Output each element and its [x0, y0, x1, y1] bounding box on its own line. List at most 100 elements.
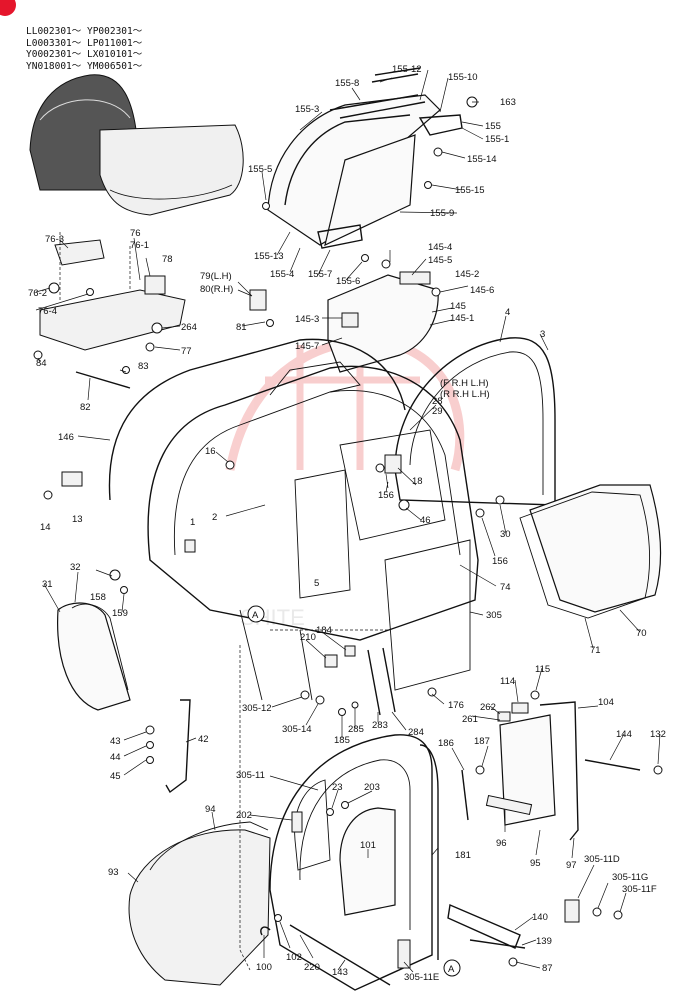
nut-176: [427, 687, 437, 697]
callout-96: 96: [496, 838, 507, 849]
callout-32: 32: [70, 562, 81, 573]
reference-marker-a-lower: [443, 959, 461, 977]
hinge-305-11d: [564, 899, 580, 923]
rear-window-2: [294, 469, 351, 599]
panel-76-1: [39, 289, 186, 351]
leader-lines: [35, 69, 661, 973]
right-glass-70-71: [519, 484, 662, 619]
bolt-81: [266, 319, 274, 327]
bolt-285: [351, 701, 359, 709]
hinge-145-3: [341, 312, 359, 328]
callout-155-10: 155-10: [448, 72, 478, 83]
callout-30: 30: [500, 529, 511, 540]
bolt-84: [33, 350, 43, 360]
side-note-line2: (R R.H L.H): [440, 389, 490, 400]
nut-305-12: [300, 690, 310, 700]
roof-window-assembly: [262, 67, 478, 262]
bolt-132: [653, 765, 663, 775]
curved-seal-4: [394, 337, 556, 506]
callout-158: 158: [90, 592, 106, 603]
callout-97: 97: [566, 860, 577, 871]
callout-155-1: 155-1: [485, 134, 509, 145]
bolt-14: [43, 490, 53, 500]
callout-145: 145: [450, 301, 466, 312]
serial-range-list: LL002301～ YP002301～L0003301～ LP011001～Y0…: [26, 26, 142, 72]
callout-305-11f: 305-11F: [622, 884, 657, 895]
hinge-305-11e: [397, 939, 411, 969]
bolt-156-b: [475, 508, 485, 518]
callout-145-4: 145-4: [428, 242, 452, 253]
rod-42: [165, 699, 191, 794]
cab-frame: [108, 338, 479, 701]
callout-139: 139: [536, 936, 552, 947]
callout-70: 70: [636, 628, 647, 639]
glass-panel-95: [499, 714, 556, 826]
corner-badge: [0, 0, 16, 16]
bolt-203: [341, 801, 349, 809]
callout-155: 155: [485, 121, 501, 132]
callout-76-4: 76-4: [38, 306, 57, 317]
callout-187: 187: [474, 736, 490, 747]
serial-line: YN018001～ YM006501～: [26, 60, 143, 72]
left-glass-seal-32: [71, 603, 129, 691]
cab-frame-outline: [147, 365, 479, 641]
callout-155-13: 155-13: [254, 251, 284, 262]
callout-2: 2: [212, 512, 217, 523]
callout-283: 283: [372, 720, 388, 731]
roof-handle-155-7: [317, 224, 363, 249]
callout-83: 83: [138, 361, 149, 372]
callout-74: 74: [500, 582, 511, 593]
top-panel-assembly: [33, 239, 274, 389]
callout-80: 80(R.H): [200, 284, 233, 295]
door-frame-305-11: [269, 734, 433, 991]
callout-159: 159: [112, 608, 128, 619]
roof-strip-155-12: [371, 67, 421, 83]
callout-101: 101: [360, 840, 376, 851]
callout-155-8: 155-8: [335, 78, 359, 89]
rod-144: [584, 759, 641, 771]
callout-155-7: 155-7: [308, 269, 332, 280]
cab-thumbnail: [29, 74, 244, 216]
callout-145-7: 145-7: [295, 341, 319, 352]
callout-210: 210: [300, 632, 316, 643]
callout-186: 186: [438, 738, 454, 749]
callout-76: 76: [130, 228, 141, 239]
callout-43: 43: [110, 736, 121, 747]
cab-frame-inner: [173, 389, 461, 556]
callout-155-5: 155-5: [248, 164, 272, 175]
reference-marker-a-lower-label: A: [448, 964, 455, 975]
reference-markers: A A: [247, 605, 461, 977]
door-glass-101: [339, 807, 396, 916]
callout-82: 82: [80, 402, 91, 413]
callout-42: 42: [198, 734, 209, 745]
left-hardware: [43, 471, 191, 794]
serial-line: LL002301～ YP002301～: [26, 26, 143, 37]
serial-line: L0003301～ LP011001～: [26, 37, 143, 49]
callout-264: 264: [181, 322, 197, 333]
callout-143: 143: [332, 967, 348, 978]
bracket-139: [469, 939, 526, 949]
door-seal-181: [419, 744, 439, 960]
bolt-155-14: [433, 147, 443, 157]
right-glass-70: [529, 484, 662, 613]
clip-78: [144, 275, 166, 295]
assembly-guides: [59, 232, 390, 971]
callout-29: 29: [432, 406, 443, 417]
rail-96: [485, 794, 533, 816]
callout-18: 18: [412, 476, 423, 487]
clip-210: [324, 654, 338, 668]
rear-panel-305: [384, 539, 471, 691]
callout-305-11g: 305-11G: [612, 872, 648, 883]
callout-155-3: 155-3: [295, 104, 319, 115]
nut-45: [146, 756, 154, 764]
nut-77: [145, 342, 155, 352]
bolt-156-a: [375, 463, 385, 473]
callout-220: 220: [304, 962, 320, 973]
bolt-83: [122, 366, 130, 374]
roof-glass-155-9: [324, 134, 416, 247]
callout-84: 84: [36, 358, 47, 369]
right-hardware: [397, 690, 663, 969]
callout-76-2: 76-2: [28, 288, 47, 299]
callout-71: 71: [590, 645, 601, 656]
